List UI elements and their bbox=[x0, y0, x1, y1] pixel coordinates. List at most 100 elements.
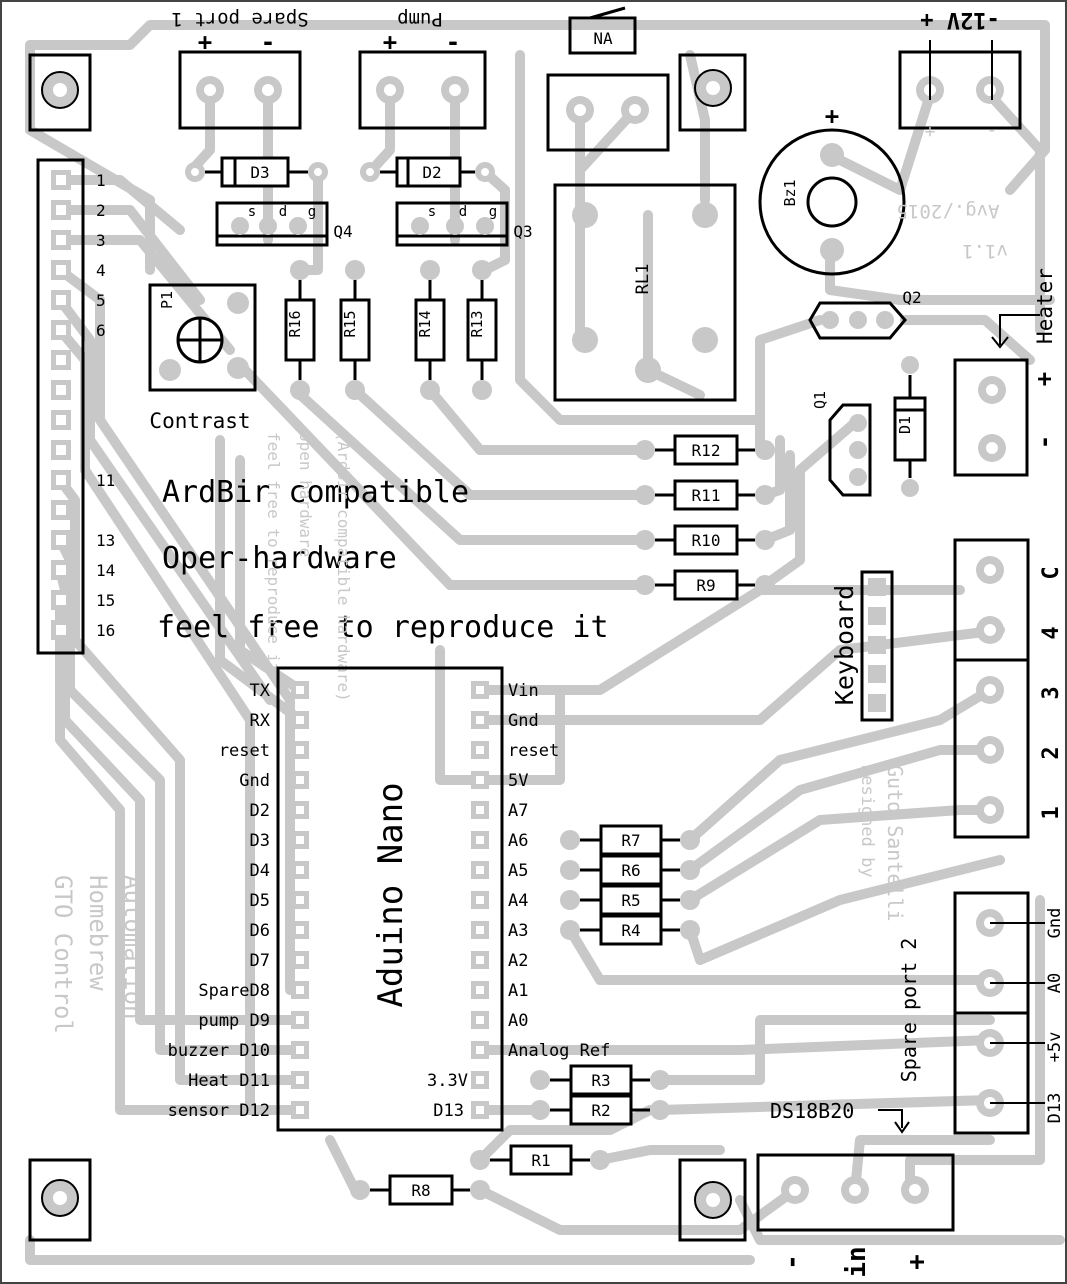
nano-left-pin-label: D4 bbox=[250, 861, 270, 881]
resistor-r9: R9 bbox=[635, 569, 775, 601]
r1-label: R1 bbox=[531, 1151, 550, 1170]
diode-d3: D3 bbox=[185, 156, 328, 188]
r15-label: R15 bbox=[341, 310, 359, 337]
keyboard-pin-2: 2 bbox=[1039, 746, 1064, 759]
resistor-r2: R2 bbox=[530, 1094, 670, 1126]
r10-label: R10 bbox=[692, 531, 721, 550]
pump-label: Pump bbox=[397, 8, 443, 30]
lcd-pad-hole bbox=[56, 355, 66, 365]
nano-pad-hole bbox=[296, 866, 304, 874]
nano-right-pin-label: 3.3V bbox=[427, 1071, 468, 1091]
spare2-pin-5v: +5v bbox=[1045, 1032, 1065, 1063]
resistor-r1: R1 bbox=[470, 1144, 610, 1176]
copper-traces bbox=[25, 20, 1065, 1265]
nano-left-pin-label: Gnd bbox=[239, 771, 270, 791]
q4-s: s bbox=[248, 204, 256, 220]
nano-pad-hole bbox=[296, 806, 304, 814]
nano-right-pin-label: A1 bbox=[508, 981, 528, 1001]
spare-port-1-label: Spare port 1 bbox=[171, 8, 308, 30]
text-open-hardware: Oper-hardware bbox=[162, 541, 397, 576]
keyboard-connector: C 4 3 2 1 bbox=[953, 538, 1064, 839]
spare-port-1-connector: + - Spare port 1 bbox=[171, 8, 309, 130]
input-connector: - in + bbox=[756, 1153, 955, 1278]
pump-plus: + bbox=[383, 28, 397, 56]
keyboard-label: Keyboard bbox=[830, 585, 859, 705]
diode-d1: D1 bbox=[893, 356, 927, 497]
nano-right-pin-label: A0 bbox=[508, 1011, 528, 1031]
mirrored-text: feel free to reproduce it open hardware … bbox=[264, 432, 353, 702]
r5-label: R5 bbox=[621, 891, 640, 910]
spare1-minus: - bbox=[261, 28, 275, 56]
nano-right-pin-label: Vin bbox=[508, 681, 539, 701]
mirror-text-1: feel free to reproduce it bbox=[264, 432, 283, 673]
nano-right-pin-label: A3 bbox=[508, 921, 528, 941]
lcd-pin-label-14: 14 bbox=[96, 561, 115, 580]
resistor-r14: R14 bbox=[414, 260, 446, 400]
resistor-r5: R5 bbox=[560, 884, 700, 916]
r9-label: R9 bbox=[696, 576, 715, 595]
nano-pad-hole bbox=[296, 836, 304, 844]
body-text: ArdBir compatible Oper-hardware feel fre… bbox=[157, 475, 609, 645]
transistor-q1: Q1 bbox=[811, 391, 872, 497]
spare-port-2-connector: Gnd A0 +5v D13 Spare port 2 bbox=[897, 891, 1065, 1135]
horizontal-resistors-lower: R7 R6 R5 R4 R3 bbox=[350, 824, 700, 1206]
na-switch: NA bbox=[568, 6, 637, 55]
left-credit: GTO Control Homebrew Automation bbox=[49, 875, 147, 1034]
nano-pad-hole bbox=[476, 746, 484, 754]
nano-right-pin-label: D13 bbox=[433, 1101, 464, 1121]
lcd-pad-hole bbox=[56, 175, 66, 185]
bz1-plus: + bbox=[825, 102, 839, 130]
lcd-pad-hole bbox=[56, 535, 66, 545]
q3-d: d bbox=[459, 204, 467, 220]
designer-credit: Designed by Guto Santelli bbox=[857, 765, 907, 922]
lcd-pad-hole bbox=[56, 325, 66, 335]
r6-label: R6 bbox=[621, 861, 640, 880]
q3-g: g bbox=[489, 204, 497, 220]
nano-left-pin-label: pump D9 bbox=[198, 1011, 270, 1031]
lcd-pad-hole bbox=[56, 475, 66, 485]
spare-port-2-label: Spare port 2 bbox=[897, 938, 921, 1083]
r12-label: R12 bbox=[692, 441, 721, 460]
lcd-pin-label-5: 5 bbox=[96, 291, 106, 310]
resistor-r12: R12 bbox=[635, 434, 775, 466]
lcd-pin-label-13: 13 bbox=[96, 531, 115, 550]
nano-pad-hole bbox=[476, 866, 484, 874]
keyboard-header: Keyboard bbox=[830, 570, 894, 722]
version-date: Avg./2015 bbox=[897, 200, 1000, 222]
nano-pad-hole bbox=[476, 806, 484, 814]
mirror-text-3: (ArdBir compatible hardware) bbox=[334, 432, 353, 702]
version-info: Avg./2015 v1.1 bbox=[897, 200, 1008, 262]
bz1-label: Bz1 bbox=[781, 179, 799, 206]
spare2-pin-d13: D13 bbox=[1045, 1093, 1065, 1124]
nano-title: Aduino Nano bbox=[371, 782, 411, 1007]
lcd-pad-hole bbox=[56, 415, 66, 425]
relay-connector bbox=[546, 73, 670, 152]
d3-label: D3 bbox=[250, 163, 269, 182]
p1-label: P1 bbox=[158, 291, 176, 309]
nano-right-pin-label: A2 bbox=[508, 951, 528, 971]
resistor-r11: R11 bbox=[635, 479, 775, 511]
nano-pad-hole bbox=[296, 716, 304, 724]
resistor-r6: R6 bbox=[560, 854, 700, 886]
nano-pad-hole bbox=[296, 686, 304, 694]
nano-pad-hole bbox=[476, 686, 484, 694]
lcd-pad-hole bbox=[56, 385, 66, 395]
power-plus-ghost: + bbox=[924, 121, 935, 142]
r13-label: R13 bbox=[468, 310, 486, 337]
nano-left-pin-label: buzzer D10 bbox=[168, 1041, 270, 1061]
lcd-pin-label-2: 2 bbox=[96, 201, 106, 220]
keyboard-pin-3: 3 bbox=[1039, 686, 1064, 699]
nano-left-pin-label: D5 bbox=[250, 891, 270, 911]
lcd-pad-hole bbox=[56, 565, 66, 575]
vertical-resistors: R16 R15 R14 R13 bbox=[284, 260, 498, 400]
lcd-pad-hole bbox=[56, 445, 66, 455]
power-label: -12V + bbox=[920, 7, 999, 32]
designer-line-1: Designed by bbox=[857, 765, 877, 878]
nano-pad-hole bbox=[296, 1076, 304, 1084]
ds18b20-marker: DS18B20 bbox=[770, 1099, 910, 1134]
nano-pad-hole bbox=[476, 896, 484, 904]
input-minus: - bbox=[777, 1254, 807, 1270]
ds18b20-label: DS18B20 bbox=[770, 1099, 854, 1123]
lcd-pad-hole bbox=[56, 625, 66, 635]
